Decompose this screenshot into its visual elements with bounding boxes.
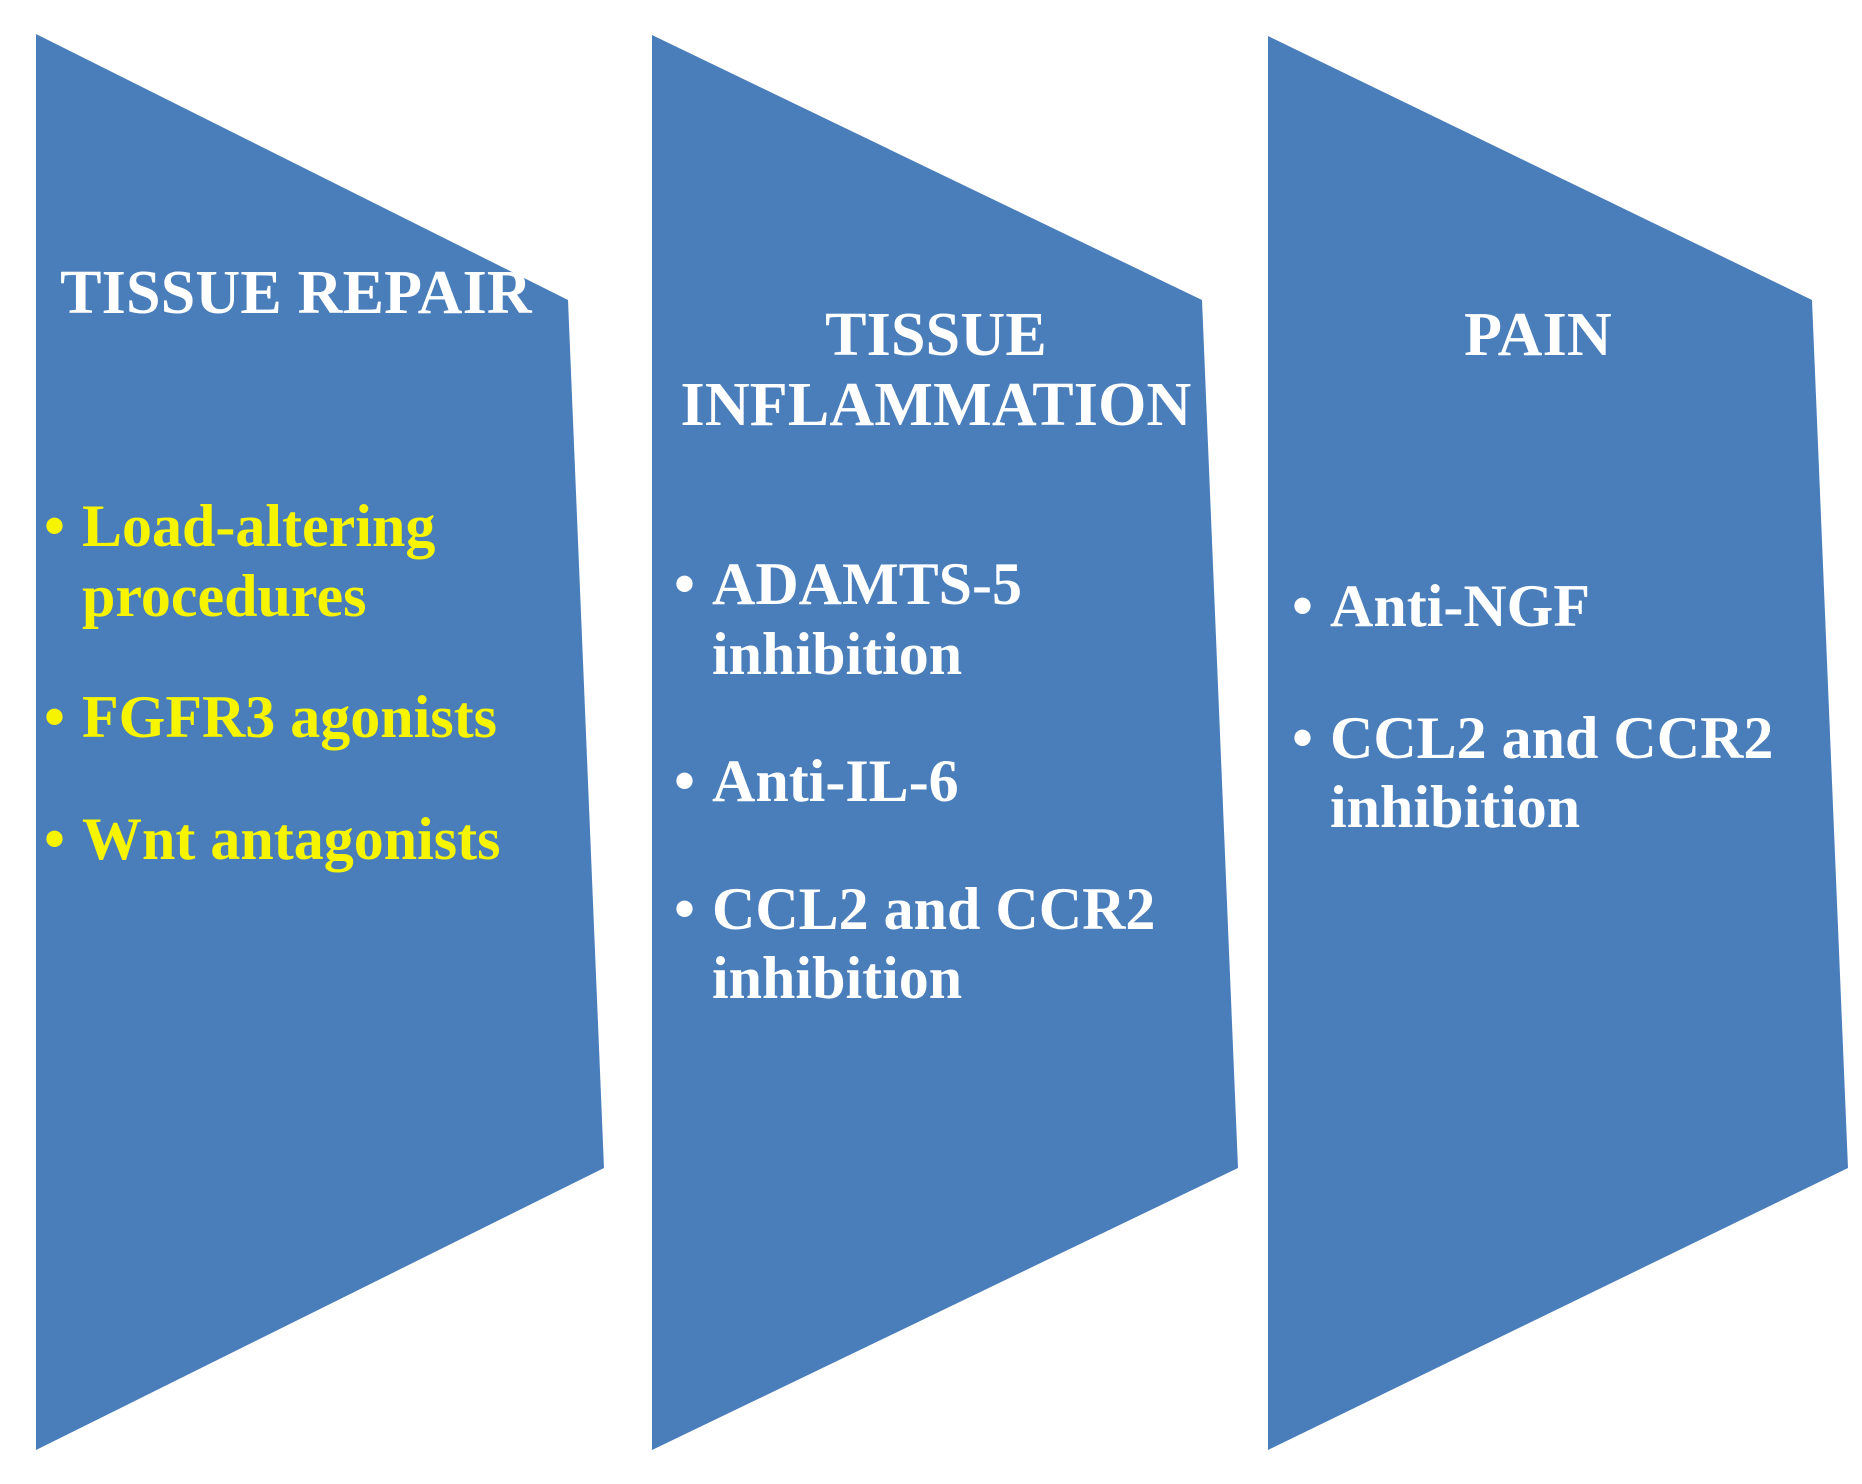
bullet-dot-icon: •	[674, 551, 696, 617]
bullet-list: • Anti-NGF • CCL2 and CCR2 inhibition	[1292, 572, 1822, 905]
panel-title: TISSUE INFLAMMATION	[680, 301, 1192, 440]
list-item-label: Anti-NGF	[1330, 573, 1590, 639]
list-item: • Anti-IL-6	[674, 747, 1194, 817]
list-item: • ADAMTS-5 inhibition	[674, 550, 1194, 689]
list-item: • Load-altering procedures	[44, 492, 544, 631]
list-item: • Anti-NGF	[1292, 572, 1822, 642]
panel-content: PAIN • Anti-NGF • CCL2 and CCR2 inhibiti…	[1232, 0, 1862, 1484]
list-item-label: FGFR3 agonists	[82, 684, 498, 751]
bullet-list: • ADAMTS-5 inhibition • Anti-IL-6 • CCL2…	[674, 550, 1194, 1072]
chevron-banner-shape	[36, 34, 604, 1450]
bullet-dot-icon: •	[44, 493, 66, 559]
list-item-label: CCL2 and CCR2 inhibition	[1330, 704, 1774, 841]
panel-pain[interactable]: PAIN • Anti-NGF • CCL2 and CCR2 inhibiti…	[1232, 0, 1862, 1484]
list-item: • CCL2 and CCR2 inhibition	[1292, 704, 1822, 843]
panel-title: PAIN	[1464, 301, 1612, 369]
chevron-banner-shape	[652, 35, 1238, 1450]
panel-content: TISSUE REPAIR • Load-altering procedures…	[0, 0, 640, 1484]
panel-content: TISSUE INFLAMMATION • ADAMTS-5 inhibitio…	[616, 0, 1276, 1484]
list-item-label: ADAMTS-5 inhibition	[712, 551, 1022, 687]
bullet-dot-icon: •	[44, 684, 66, 751]
panel-tissue-inflammation[interactable]: TISSUE INFLAMMATION • ADAMTS-5 inhibitio…	[616, 0, 1276, 1484]
bullet-dot-icon: •	[674, 748, 696, 815]
list-item: • Wnt antagonists	[44, 805, 544, 875]
list-item-label: Wnt antagonists	[82, 805, 501, 872]
list-item: • FGFR3 agonists	[44, 683, 544, 753]
panel-tissue-repair[interactable]: TISSUE REPAIR • Load-altering procedures…	[0, 0, 640, 1484]
chevron-banner-shape	[1268, 36, 1848, 1450]
bullet-list: • Load-altering procedures • FGFR3 agoni…	[44, 492, 544, 926]
bullet-dot-icon: •	[44, 805, 66, 872]
bullet-dot-icon: •	[1292, 704, 1314, 771]
list-item-label: Anti-IL-6	[712, 748, 959, 815]
bullet-dot-icon: •	[674, 875, 696, 942]
list-item-label: Load-altering procedures	[82, 493, 436, 629]
bullet-dot-icon: •	[1292, 573, 1314, 639]
list-item: • CCL2 and CCR2 inhibition	[674, 875, 1194, 1014]
list-item-label: CCL2 and CCR2 inhibition	[712, 875, 1156, 1012]
panel-title: TISSUE REPAIR	[60, 259, 532, 327]
